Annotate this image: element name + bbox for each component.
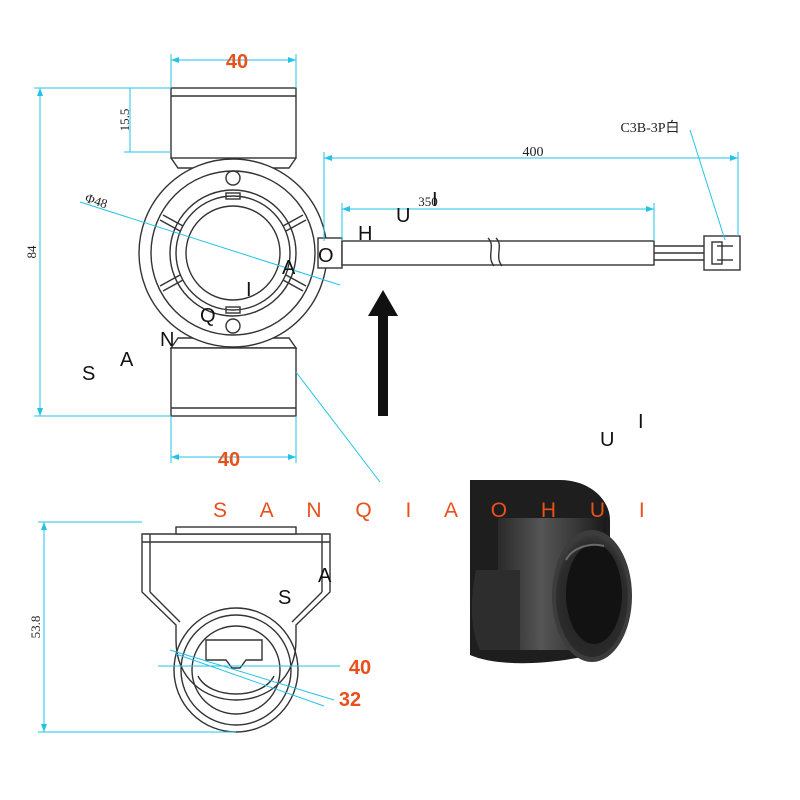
watermark-letter: I [246,279,252,301]
cable-inner-label: 350 [418,194,438,209]
sensor-cable [341,235,741,271]
watermark-letter: N [160,329,174,351]
watermark-letter: U [600,429,614,451]
outer-dia-label: 40 [349,657,371,679]
watermark-letter: A [120,349,134,371]
watermark-letter: A [318,565,332,587]
watermark-letter: I [432,189,438,211]
cable-total-label: 400 [523,145,544,160]
diameter-label: Φ48 [83,190,109,211]
cap-height-label: 15.5 [117,109,132,132]
top-width-label: 40 [226,51,248,73]
watermark-arc: S A N Q I A O H U I [82,189,438,385]
bottom-cap [170,347,297,417]
watermark-front: S A [278,565,332,609]
watermark-orange-line: S A N Q I A O H U I [213,499,659,522]
watermark-letter: S [82,363,95,385]
connector-label: C3B-3P白 [620,120,679,136]
watermark-letter: O [318,245,334,267]
front-view-drawing [141,526,331,733]
top-view-dimensions [34,54,739,483]
watermark-letter: U [396,205,410,227]
front-view-dimensions [38,521,340,733]
bolt-hole-top [225,170,241,186]
watermark-ui: U I [600,411,644,451]
watermark-letter: S [278,587,291,609]
top-cap [170,87,297,159]
front-height-label: 53.8 [28,616,43,639]
top-view-drawing [138,87,343,417]
flow-arrow [368,290,398,416]
bottom-width-label: 40 [218,449,240,471]
watermark-letter: H [358,223,372,245]
bolt-hole-bottom [225,318,241,334]
product-photo [470,480,632,664]
watermark-letter: Q [200,305,216,327]
watermark-letter: I [638,411,644,433]
total-height-label: 84 [24,245,39,259]
watermark-letter: A [282,257,296,279]
inner-dia-label: 32 [339,689,361,711]
